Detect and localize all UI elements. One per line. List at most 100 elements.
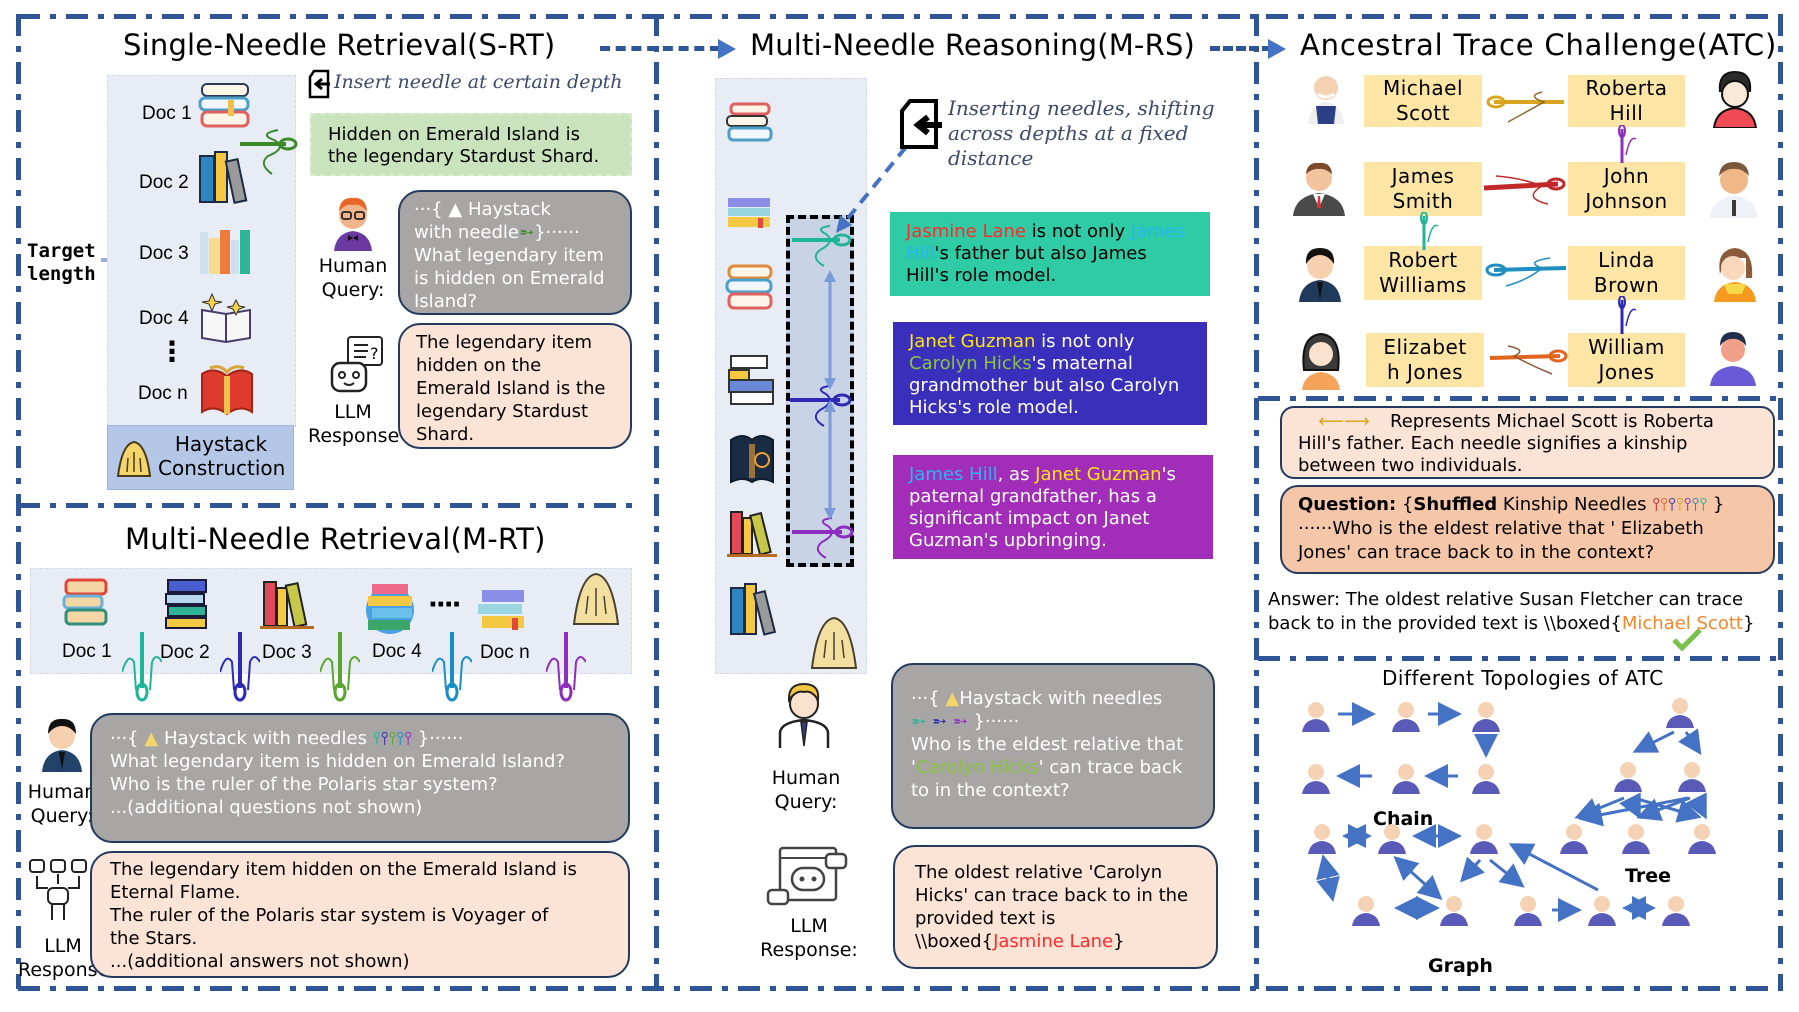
books-stack-icon — [62, 578, 108, 626]
haystack-icon: ▲ — [945, 688, 960, 709]
teal-needle-icon — [1420, 212, 1439, 250]
mrt-response-bubble: The legendary item hidden on the Emerald… — [90, 851, 630, 978]
sliding-window — [786, 215, 854, 567]
mrs-needle-3: James Hill, as Janet Guzman's paternal g… — [893, 455, 1213, 559]
man-suit-avatar-icon — [1299, 248, 1341, 302]
haystack-icon: ▲ — [448, 199, 463, 220]
needles-icon: ➵ ➵ ➵ — [911, 711, 968, 732]
purple-needle-icon — [792, 517, 854, 559]
distance-arrows — [824, 270, 836, 520]
llm-multi-agent-icon — [29, 859, 87, 920]
books-stack-icon — [165, 579, 207, 629]
red-book-icon — [201, 365, 253, 416]
mrs-human-label: Human Query: — [771, 767, 841, 813]
books-upright-icon — [727, 511, 777, 557]
books-upright-icon — [260, 581, 314, 629]
mrt-doc-3: Doc 3 — [262, 642, 312, 663]
shuffled-needles-icon: ⫯⫯⫯⫯⫯⫯⫯ — [1652, 494, 1708, 515]
mrt-human-label: Human Query: — [27, 781, 97, 827]
srt-title: Single-Needle Retrieval(S-RT) — [123, 28, 556, 62]
mrt-query-bubble: ···{ ▲ Haystack with needles ⫯⫯⫯⫯⫯ }····… — [90, 713, 630, 843]
man-white-shirt-avatar-icon — [1710, 162, 1758, 218]
mrs-needle-2: Janet Guzman is not only Carolyn Hicks's… — [893, 322, 1207, 425]
human-avatar-icon — [334, 197, 372, 251]
srt-response-bubble: The legendary item hidden on the Emerald… — [398, 323, 632, 449]
teal-needle-icon — [792, 225, 852, 267]
mrs-insert-note: Inserting needles, shifting across depth… — [948, 96, 1215, 170]
purple-needle-icon — [1618, 125, 1637, 163]
divider-atc-legend — [1258, 396, 1778, 401]
svg-text:?: ? — [370, 344, 379, 363]
llm-robot-icon: ? — [330, 336, 383, 393]
blue-needle-icon — [220, 632, 260, 702]
llm-robot-icon — [766, 846, 848, 906]
books-stack-icon — [478, 590, 524, 630]
outer-border-top — [18, 14, 1783, 19]
mrt-doc-1: Doc 1 — [62, 641, 112, 662]
srt-llm-label: LLM Response — [308, 401, 400, 447]
purple-needle-icon — [546, 632, 586, 702]
atc-title: Ancestral Trace Challenge(ATC) — [1300, 28, 1778, 62]
grandfather-avatar-icon — [1308, 76, 1344, 124]
books-stack-icon — [728, 355, 774, 405]
books-stack-icon — [198, 83, 250, 128]
mrs-llm-label: LLM Response: — [760, 915, 858, 961]
haystack-icon — [572, 572, 620, 625]
red-needle-icon — [1483, 175, 1566, 205]
man-red-shirt-avatar-icon — [1712, 70, 1758, 128]
divider-srt-mrt — [18, 503, 638, 508]
books-stack-icon — [725, 264, 773, 310]
open-book-icon — [201, 292, 251, 344]
human-avatar-icon — [42, 718, 82, 772]
mrt-doc-panel — [30, 568, 632, 674]
outer-border-right — [1778, 14, 1783, 989]
human-avatar-icon — [778, 682, 830, 748]
divider-atc-topology — [1258, 656, 1778, 661]
mrt-doc-n: Doc n — [480, 642, 530, 663]
woman-avatar-icon — [1302, 332, 1340, 390]
books-stack-icon — [726, 102, 773, 142]
insert-document-icon — [900, 99, 942, 149]
flow-arrow-mrs-to-atc — [1210, 46, 1272, 51]
books-upright-icon — [730, 583, 777, 636]
mrt-doc-4: Doc 4 — [372, 641, 422, 662]
srt-doc-n: Doc n — [138, 383, 188, 404]
green-needle-icon — [320, 632, 360, 702]
books-shelf-icon — [200, 230, 250, 274]
insert-document-icon — [308, 69, 330, 99]
arrowhead-icon — [1268, 39, 1286, 59]
mrt-doc-2: Doc 2 — [160, 642, 210, 663]
srt-doc-2: Doc 2 — [139, 172, 189, 193]
needle-icon: ➵ — [518, 222, 535, 243]
gold-needle-icon: ⟵⟶ — [1318, 411, 1370, 432]
divider-left-middle — [654, 14, 659, 989]
books-stack-icon — [366, 584, 414, 634]
mrs-query-bubble: ···{ ▲Haystack with needles ➵ ➵ ➵ }·····… — [891, 663, 1215, 829]
mrt-llm-label: LLM Response — [18, 935, 110, 981]
books-stack-icon — [728, 198, 770, 228]
chain-topology — [1302, 702, 1500, 794]
needles-icon: ⫯⫯⫯⫯⫯ — [372, 728, 412, 749]
haystack-icon — [116, 440, 152, 477]
cyan-needle-icon — [1485, 257, 1567, 287]
outer-border-bottom — [18, 986, 1783, 991]
woman-yellow-avatar-icon — [1714, 248, 1756, 302]
arrowhead-icon — [718, 39, 736, 59]
orange-needle-icon — [1489, 345, 1568, 375]
haystack-icon — [810, 616, 858, 669]
topology-graph-label: Graph — [1428, 955, 1493, 977]
atc-legend-box: ⟵⟶Represents Michael Scott is Roberta Hi… — [1280, 406, 1775, 479]
green-needle-icon — [240, 129, 298, 175]
srt-human-label: Human Query: — [318, 255, 388, 301]
topology-diagram — [1302, 698, 1716, 926]
man-glasses-avatar-icon — [1293, 162, 1345, 216]
dashed-pointer-arrow — [836, 145, 908, 233]
books-upright-icon — [199, 151, 248, 204]
mrt-title: Multi-Needle Retrieval(M-RT) — [125, 522, 546, 556]
checkmark-icon — [1672, 628, 1702, 652]
